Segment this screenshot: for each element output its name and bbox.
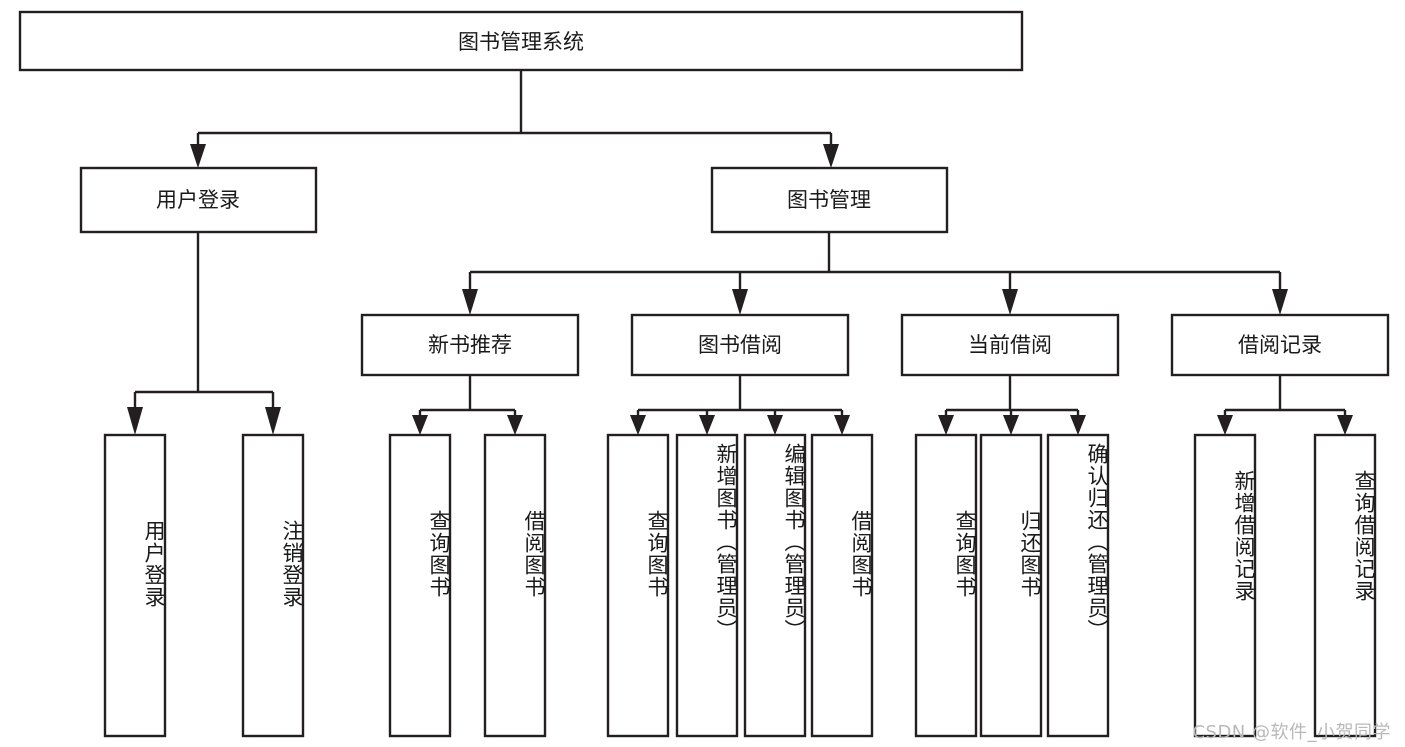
leaf-query-book-2-box[interactable] bbox=[606, 433, 670, 738]
leaf-user-login-box[interactable] bbox=[103, 433, 167, 738]
edges-current-borrow-to-leaves bbox=[938, 375, 1086, 435]
edges-borrow-record-to-leaves bbox=[1217, 375, 1353, 435]
arrow-to-book-borrow bbox=[732, 289, 748, 315]
leaf-boxes bbox=[103, 433, 1377, 738]
edges-new-book-rec-to-leaves bbox=[412, 375, 523, 435]
node-user-login[interactable]: 用户登录 bbox=[79, 166, 318, 234]
node-borrow-record[interactable]: 借阅记录 bbox=[1170, 313, 1390, 377]
leaf-borrow-book-1-box[interactable] bbox=[483, 433, 547, 738]
edges-book-borrow-to-leaves bbox=[630, 375, 850, 435]
arrow-to-new-book-rec bbox=[462, 289, 478, 315]
arrow-to-leaf-query-record bbox=[1337, 415, 1353, 435]
leaf-confirm-return-box[interactable] bbox=[1046, 433, 1110, 738]
arrow-to-book-manage bbox=[823, 144, 839, 168]
node-book-manage[interactable]: 图书管理 bbox=[710, 166, 949, 234]
csdn-watermark: CSDN @软件_小贺同学 bbox=[1192, 722, 1391, 743]
node-new-book-rec-box[interactable] bbox=[360, 313, 580, 377]
arrow-to-leaf-logout bbox=[265, 407, 281, 435]
leaf-add-record-box[interactable] bbox=[1193, 433, 1257, 738]
arrow-to-leaf-add-book bbox=[699, 415, 715, 435]
arrow-to-leaf-borrow-book-2 bbox=[834, 415, 850, 435]
arrow-to-leaf-edit-book bbox=[767, 415, 783, 435]
arrow-to-leaf-query-book-2 bbox=[630, 415, 646, 435]
leaf-query-book-3-box[interactable] bbox=[914, 433, 978, 738]
node-new-book-rec-label: 新书推荐 bbox=[428, 333, 512, 357]
arrow-to-current-borrow bbox=[1002, 289, 1018, 315]
node-current-borrow-label: 当前借阅 bbox=[968, 333, 1052, 357]
node-root-label: 图书管理系统 bbox=[458, 30, 584, 54]
node-borrow-record-box[interactable] bbox=[1170, 313, 1390, 377]
node-borrow-record-label: 借阅记录 bbox=[1238, 333, 1322, 357]
node-root-box[interactable] bbox=[18, 10, 1024, 72]
arrow-to-leaf-query-book-3 bbox=[938, 415, 954, 435]
leaf-query-record-box[interactable] bbox=[1313, 433, 1377, 738]
edges-book-manage-to-level3 bbox=[462, 232, 1288, 315]
leaf-return-book-box[interactable] bbox=[979, 433, 1043, 738]
node-current-borrow[interactable]: 当前借阅 bbox=[900, 313, 1120, 377]
arrow-to-leaf-return-book bbox=[1003, 415, 1019, 435]
node-new-book-rec[interactable]: 新书推荐 bbox=[360, 313, 580, 377]
node-book-borrow[interactable]: 图书借阅 bbox=[630, 313, 850, 377]
edges-user-login-to-leaves bbox=[127, 232, 281, 435]
node-user-login-label: 用户登录 bbox=[156, 188, 240, 212]
leaf-query-book-1-box[interactable] bbox=[388, 433, 452, 738]
edges-root-to-level2 bbox=[190, 70, 839, 168]
arrow-to-leaf-query-book-1 bbox=[412, 415, 428, 435]
arrow-to-user-login bbox=[190, 144, 206, 168]
node-book-borrow-box[interactable] bbox=[630, 313, 850, 377]
leaf-logout-box[interactable] bbox=[241, 433, 305, 738]
leaf-add-book-box[interactable] bbox=[675, 433, 739, 738]
node-current-borrow-box[interactable] bbox=[900, 313, 1120, 377]
arrow-to-borrow-record bbox=[1272, 289, 1288, 315]
node-root[interactable]: 图书管理系统 bbox=[18, 10, 1024, 72]
node-book-borrow-label: 图书借阅 bbox=[698, 333, 782, 357]
arrow-to-leaf-confirm-return bbox=[1070, 415, 1086, 435]
arrow-to-leaf-borrow-book-1 bbox=[507, 415, 523, 435]
arrow-to-leaf-user-login bbox=[127, 407, 143, 435]
leaf-borrow-book-2-box[interactable] bbox=[810, 433, 874, 738]
leaf-edit-book-box[interactable] bbox=[743, 433, 807, 738]
node-book-manage-box[interactable] bbox=[710, 166, 949, 234]
node-book-manage-label: 图书管理 bbox=[787, 188, 871, 212]
arrow-to-leaf-add-record bbox=[1217, 415, 1233, 435]
